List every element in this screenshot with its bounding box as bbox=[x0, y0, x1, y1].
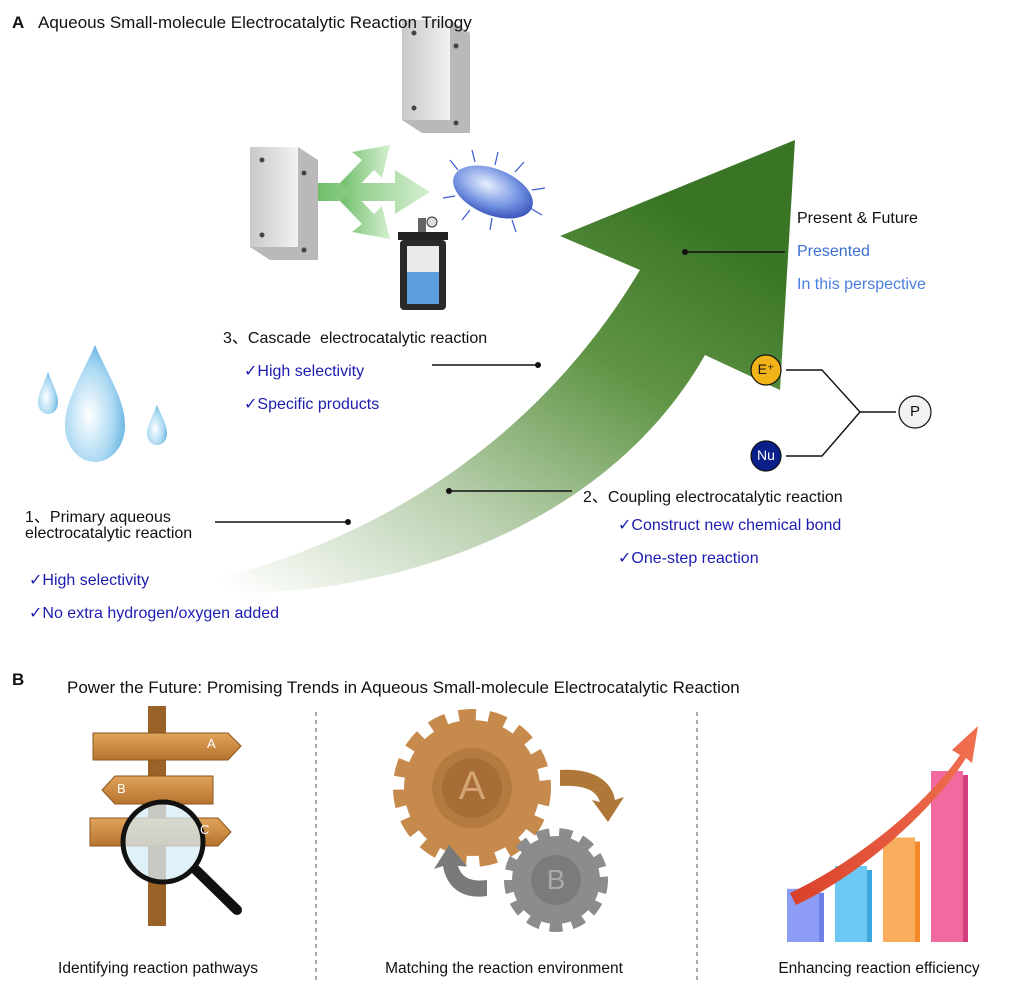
efficiency-bar-chart bbox=[787, 771, 968, 942]
electrolyzer-cell-top-icon bbox=[402, 20, 470, 133]
rotation-arrow-bottom-icon bbox=[434, 845, 487, 897]
panel-b-title: Power the Future: Promising Trends in Aq… bbox=[67, 678, 740, 697]
future-line-1: Present & Future bbox=[797, 210, 918, 227]
stage2-title: 2、Coupling electrocatalytic reaction bbox=[583, 489, 843, 506]
electrolyzer-cell-left-icon bbox=[250, 147, 318, 260]
reactor-icon bbox=[398, 216, 448, 310]
efficiency-bar-3 bbox=[883, 837, 915, 942]
future-line-2: Presented bbox=[797, 243, 870, 260]
stage2-feature-2: ✓One-step reaction bbox=[618, 550, 759, 567]
product-label: P bbox=[909, 403, 920, 420]
stage3-feature-1: ✓High selectivity bbox=[244, 363, 365, 380]
gear-b-letter: B bbox=[546, 864, 566, 895]
efficiency-bar-side-1 bbox=[819, 892, 824, 942]
water-drops-icon bbox=[38, 345, 167, 462]
panel-a-letter: A bbox=[12, 13, 25, 32]
magnifying-glass-icon bbox=[120, 799, 242, 915]
rising-arrow-icon bbox=[790, 726, 978, 905]
nucleophile-node bbox=[750, 440, 782, 472]
stage3-title: 3、Cascade electrocatalytic reaction bbox=[223, 330, 488, 347]
signpost-letter-c: C bbox=[200, 822, 210, 837]
future-line-3: In this perspective bbox=[797, 276, 926, 293]
nucleophile-label: Nu bbox=[757, 447, 775, 463]
efficiency-bar-side-2 bbox=[867, 870, 872, 942]
signpost-letter-b: B bbox=[117, 781, 126, 796]
connector-dots bbox=[345, 249, 688, 525]
efficiency-bar-side-3 bbox=[915, 841, 920, 942]
electrophile-label: E⁺ bbox=[757, 361, 775, 377]
stage3-feature-2: ✓Specific products bbox=[244, 396, 380, 413]
gear-a-icon bbox=[393, 709, 551, 867]
caption-enhancing-efficiency: Enhancing reaction efficiency bbox=[778, 960, 980, 977]
caption-matching-environment: Matching the reaction environment bbox=[385, 960, 623, 977]
bacterium-icon bbox=[442, 149, 546, 233]
stage1-title-line1: 1、Primary aqueous bbox=[25, 509, 171, 526]
trilogy-arrow bbox=[165, 140, 795, 594]
gear-b-icon bbox=[504, 828, 608, 932]
stage1-feature-2: ✓No extra hydrogen/oxygen added bbox=[29, 605, 280, 622]
product-node bbox=[898, 395, 932, 429]
panel-b-letter: B bbox=[12, 670, 25, 689]
efficiency-bar-side-4 bbox=[963, 775, 968, 942]
panel-a-title: Aqueous Small-molecule Electrocatalytic … bbox=[38, 13, 472, 32]
coupling-reaction-diagram bbox=[750, 354, 932, 472]
signpost-letter-a: A bbox=[207, 736, 216, 751]
stage2-feature-1: ✓Construct new chemical bond bbox=[618, 517, 842, 534]
stage1-title-line2: electrocatalytic reaction bbox=[25, 525, 193, 542]
caption-identifying-pathways: Identifying reaction pathways bbox=[58, 960, 258, 977]
rotation-arrow-top-icon bbox=[560, 769, 624, 822]
gear-a-letter: A bbox=[458, 764, 486, 808]
stage1-feature-1: ✓High selectivity bbox=[29, 572, 150, 589]
electrophile-node bbox=[750, 354, 782, 386]
connector-lines bbox=[215, 251, 785, 523]
efficiency-bar-4 bbox=[931, 771, 963, 942]
branching-arrows-icon bbox=[318, 145, 430, 239]
